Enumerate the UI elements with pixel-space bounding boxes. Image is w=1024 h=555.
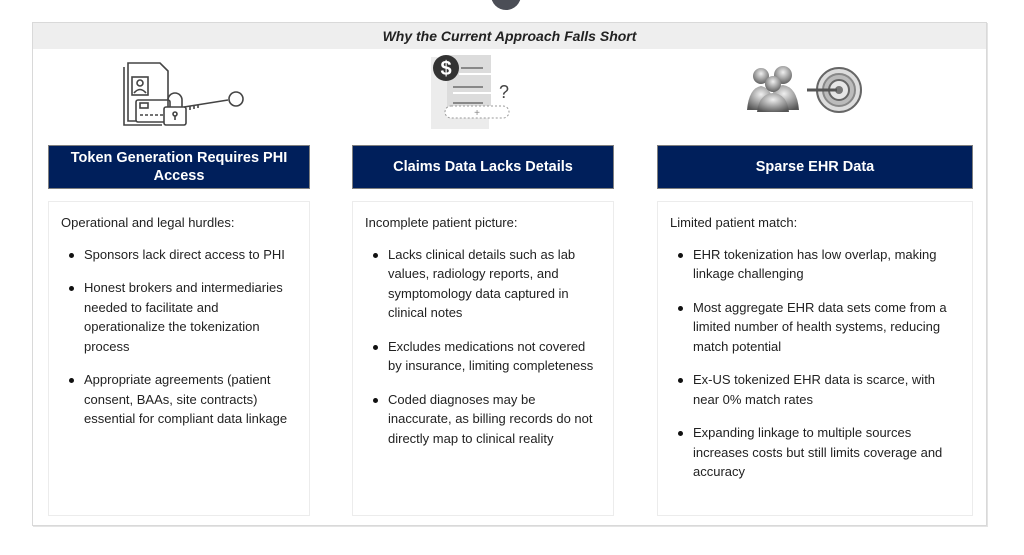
list-item: Coded diagnoses may be inaccurate, as bi…	[365, 390, 601, 449]
bullet-list: Sponsors lack direct access to PHI Hones…	[61, 245, 297, 429]
people-target-icon	[745, 62, 865, 122]
svg-text:$: $	[440, 58, 451, 80]
list-item: Lacks clinical details such as lab value…	[365, 245, 601, 323]
list-item: Most aggregate EHR data sets come from a…	[670, 298, 960, 357]
panel-title: Why the Current Approach Falls Short	[33, 23, 986, 49]
column-title-sparse-ehr: Sparse EHR Data	[657, 145, 973, 189]
svg-text:+: +	[474, 108, 480, 119]
id-card-lock-key-icon	[118, 55, 248, 137]
card-sparse-ehr: Limited patient match: EHR tokenization …	[657, 201, 973, 516]
column-title-token-generation: Token Generation Requires PHI Access	[48, 145, 310, 189]
slide-marker-dot	[491, 0, 521, 10]
list-item: Appropriate agreements (patient consent,…	[61, 370, 297, 429]
claims-document-dollar-question-icon: + $ ?	[425, 53, 520, 133]
card-lead: Operational and legal hurdles:	[61, 215, 235, 230]
card-token-generation: Operational and legal hurdles: Sponsors …	[48, 201, 310, 516]
list-item: Ex-US tokenized EHR data is scarce, with…	[670, 370, 960, 409]
list-item: Excludes medications not covered by insu…	[365, 337, 601, 376]
card-lead: Limited patient match:	[670, 215, 798, 230]
bullet-list: EHR tokenization has low overlap, making…	[670, 245, 960, 482]
svg-text:?: ?	[499, 82, 509, 102]
card-claims-data: Incomplete patient picture: Lacks clinic…	[352, 201, 614, 516]
list-item: EHR tokenization has low overlap, making…	[670, 245, 960, 284]
bullet-list: Lacks clinical details such as lab value…	[365, 245, 601, 449]
column-title-claims-data: Claims Data Lacks Details	[352, 145, 614, 189]
card-lead: Incomplete patient picture:	[365, 215, 518, 230]
list-item: Honest brokers and intermediaries needed…	[61, 278, 297, 356]
list-item: Expanding linkage to multiple sources in…	[670, 423, 960, 482]
list-item: Sponsors lack direct access to PHI	[61, 245, 297, 265]
